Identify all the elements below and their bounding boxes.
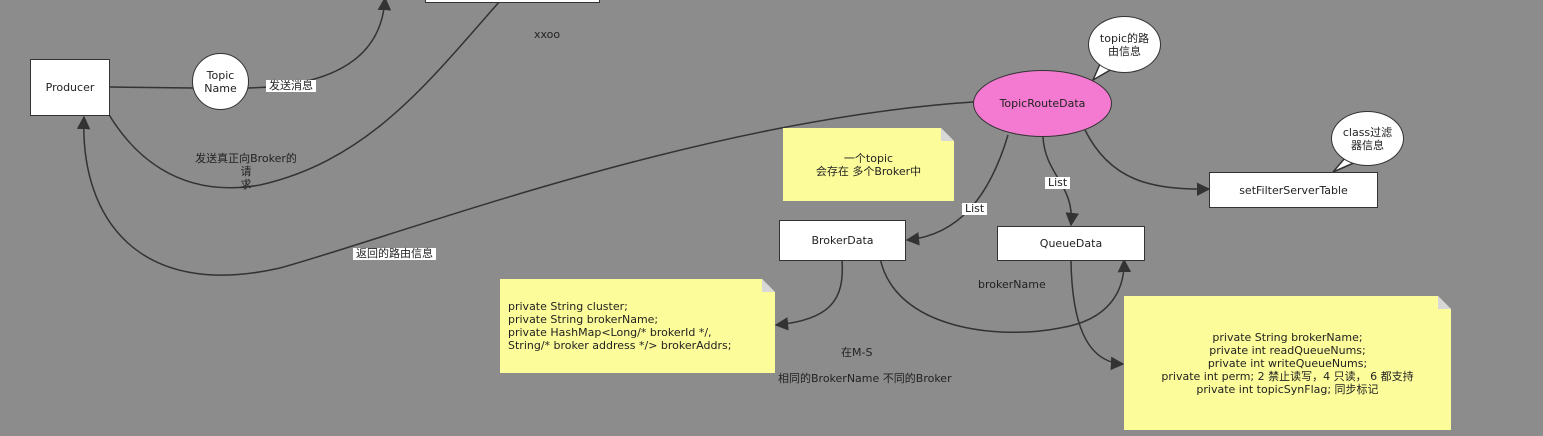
list-queue-label: List — [1045, 177, 1071, 189]
return-route-label: 返回的路由信息 — [353, 248, 436, 260]
filter-server-table-node[interactable]: setFilterServerTable — [1209, 172, 1378, 208]
broker-name-text: brokerName — [978, 278, 1046, 291]
edge-producer-topicname — [109, 86, 194, 89]
class-filter-bubble-text: class过滤 器信息 — [1342, 125, 1393, 152]
topic-multi-broker-note: 一个topic 会存在 多个Broker中 — [783, 128, 954, 201]
m-s-text: 在M-S — [841, 346, 873, 359]
same-broker-name-text: 相同的BrokerName 不同的Broker — [778, 372, 952, 385]
class-filter-bubble: class过滤 器信息 — [1331, 111, 1404, 166]
queue-fields-note: private String brokerName; private int r… — [1124, 296, 1451, 430]
topic-route-bubble: topic的路 由信息 — [1088, 16, 1161, 73]
queue-data-node[interactable]: QueueData — [997, 226, 1145, 261]
producer-node[interactable]: Producer — [30, 59, 110, 116]
producer-label: Producer — [45, 81, 95, 94]
topic-route-bubble-text: topic的路 由信息 — [1099, 31, 1150, 58]
topic-name-label: Topic Name — [204, 68, 237, 95]
queue-data-label: QueueData — [1039, 237, 1103, 250]
send-real-request-text: 发送真正向Broker的请 求 — [195, 152, 297, 191]
queue-fields-text: private String brokerName; private int r… — [1161, 330, 1414, 396]
topic-multi-broker-text: 一个topic 会存在 多个Broker中 — [815, 151, 922, 178]
edge-send-message — [247, 0, 392, 89]
broker-fields-text: private String cluster; private String b… — [508, 300, 732, 352]
xxoo-text: xxoo — [534, 28, 561, 41]
edge-broker-note — [774, 259, 844, 331]
edge-broker-queue — [879, 257, 1132, 333]
topic-route-data-node[interactable]: TopicRouteData — [973, 70, 1112, 137]
list-broker-label: List — [962, 203, 988, 215]
edge-route-filter — [1084, 129, 1211, 196]
broker-data-node[interactable]: BrokerData — [779, 220, 906, 261]
topic-route-data-label: TopicRouteData — [999, 97, 1086, 110]
topic-name-node[interactable]: Topic Name — [192, 53, 249, 110]
broker-fields-note: private String cluster; private String b… — [500, 279, 775, 373]
filter-server-table-label: setFilterServerTable — [1239, 183, 1348, 197]
edge-real-request — [107, 0, 501, 189]
send-message-label: 发送消息 — [266, 80, 316, 92]
top-partial-box — [425, 0, 600, 3]
broker-data-label: BrokerData — [811, 234, 874, 247]
edge-return-route — [76, 101, 974, 276]
edge-queue-note — [1070, 260, 1125, 371]
